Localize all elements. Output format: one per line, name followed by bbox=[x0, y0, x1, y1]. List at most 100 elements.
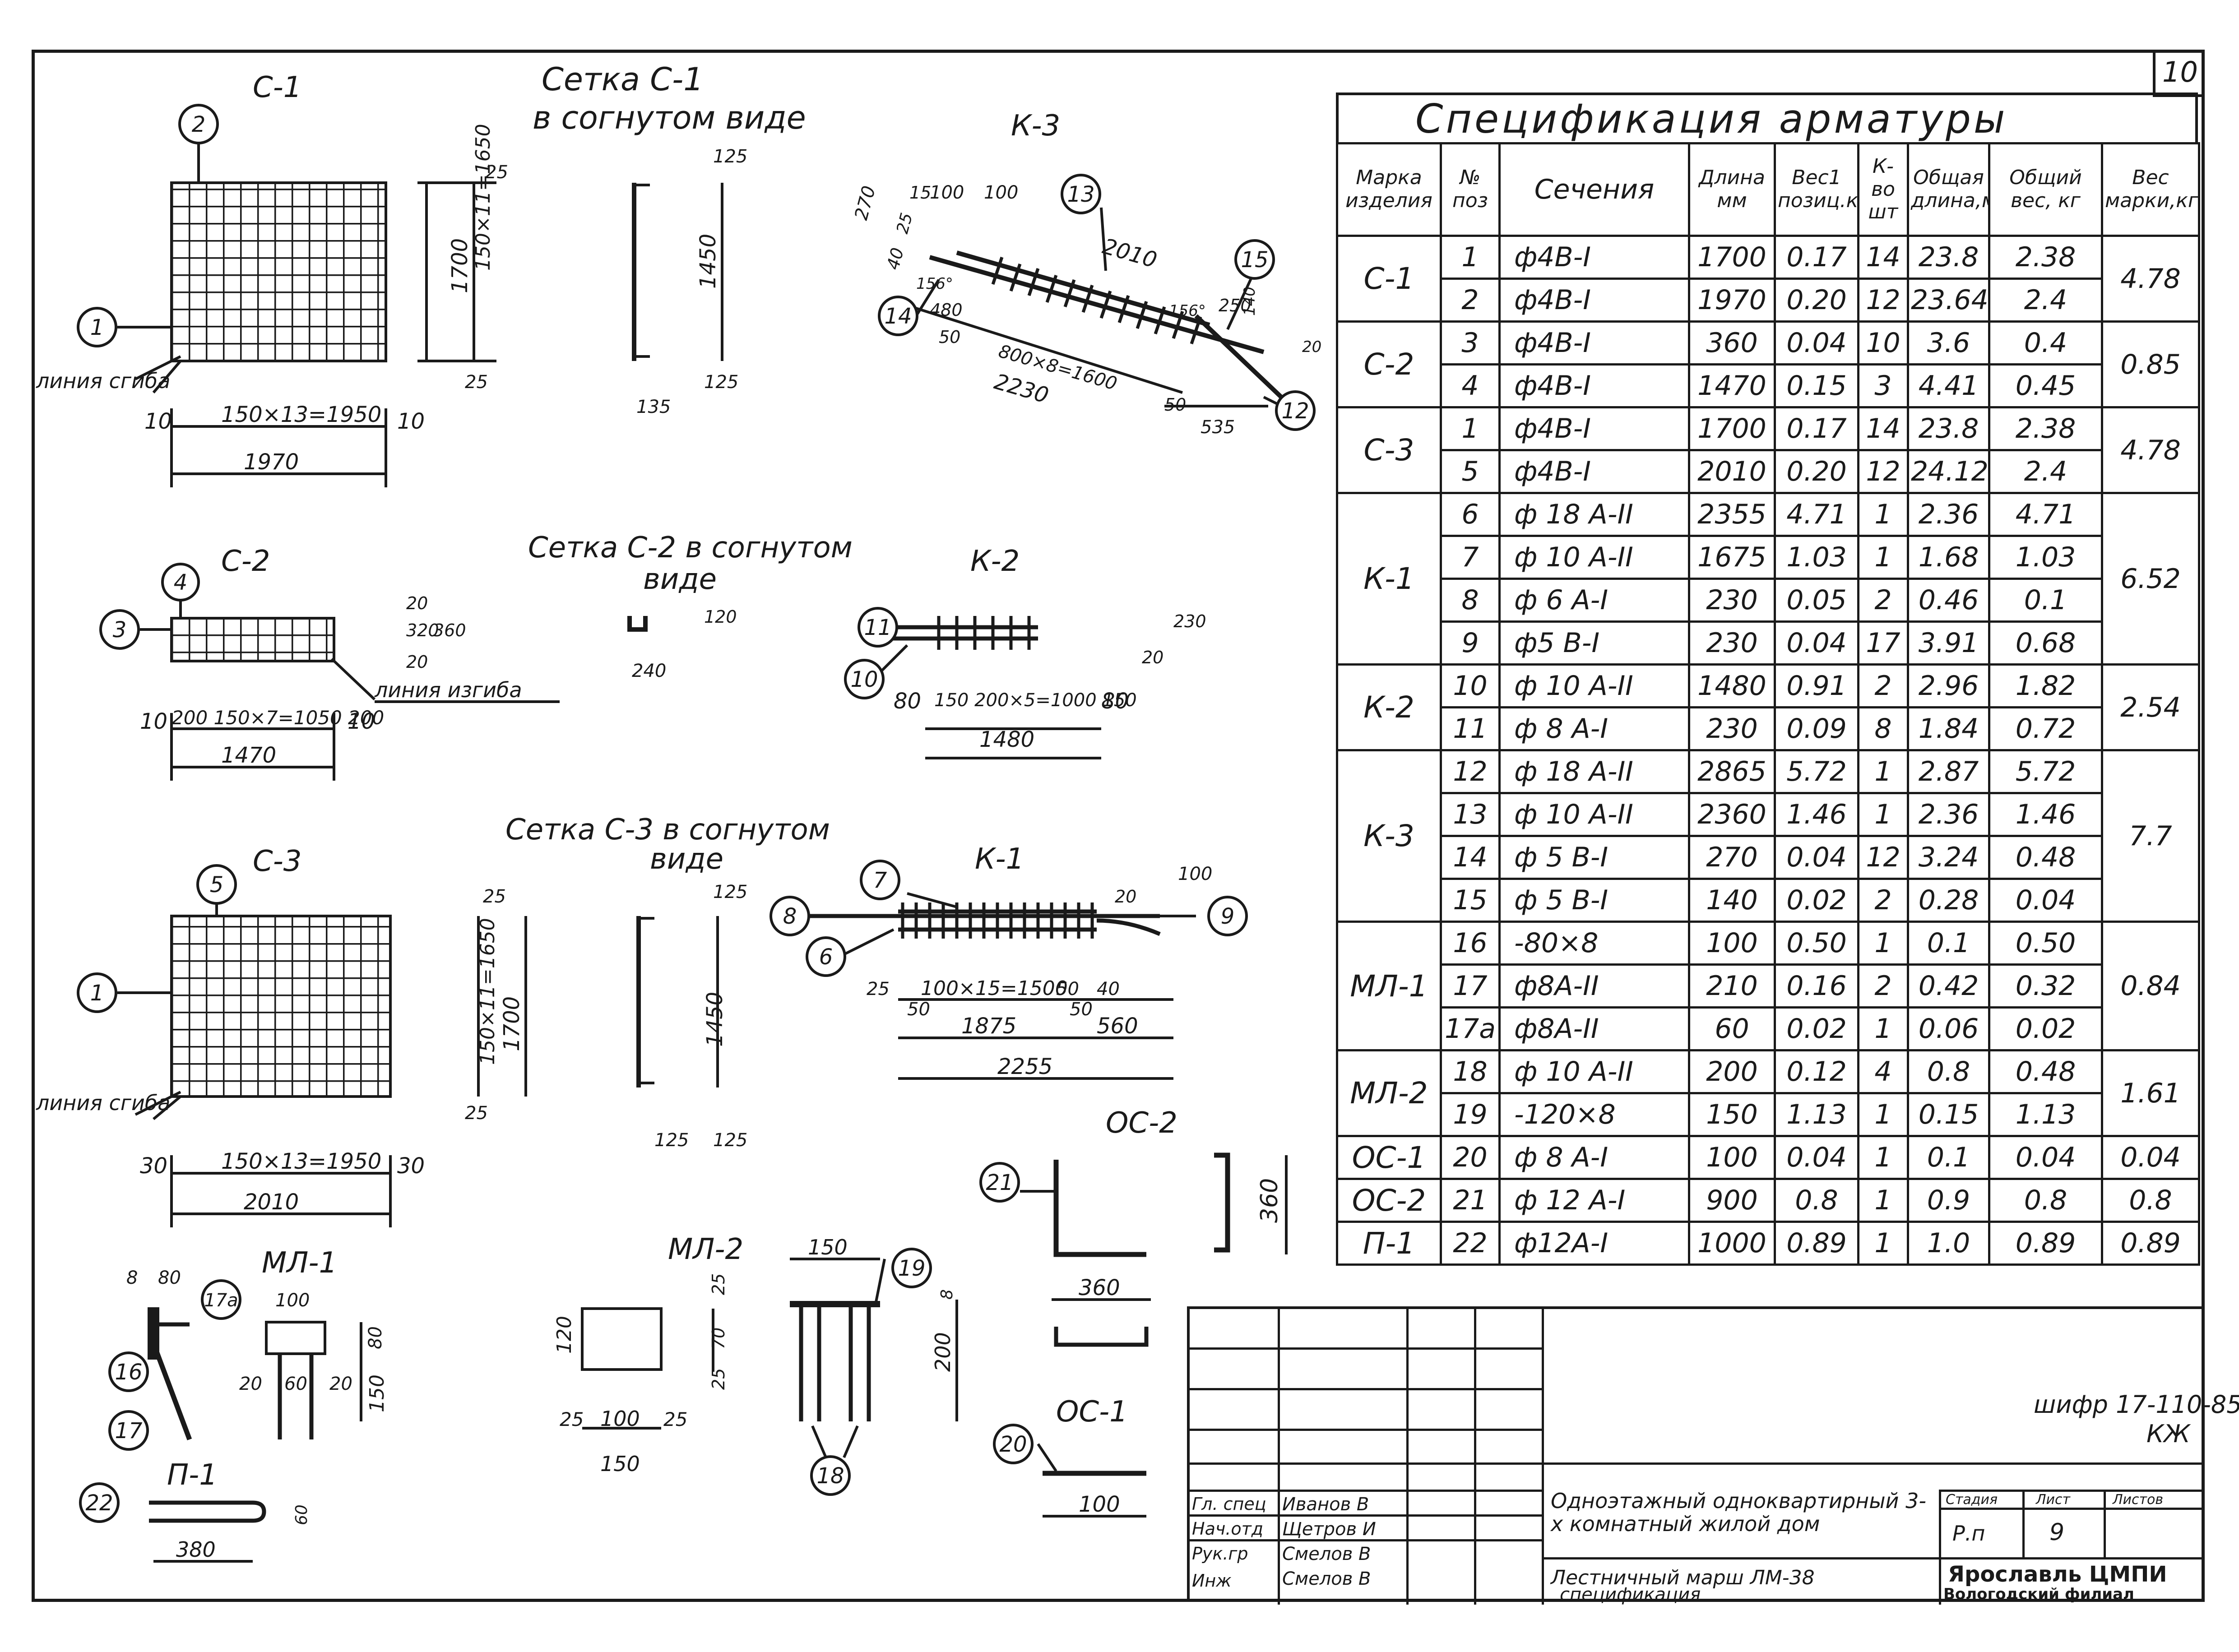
dim-ml2s-200: 200 bbox=[931, 1332, 955, 1372]
dim-c1b-135: 135 bbox=[636, 397, 671, 417]
callout-7-text: 7 bbox=[873, 868, 887, 893]
spec-pos: 11 bbox=[1440, 706, 1501, 751]
spec-count: 8 bbox=[1857, 706, 1909, 751]
dim-p1-380: 380 bbox=[176, 1537, 216, 1562]
spec-mark: К-3 bbox=[1336, 749, 1442, 923]
dim-k1-50a: 50 bbox=[907, 999, 930, 1020]
spec-mark: ОС-2 bbox=[1336, 1178, 1442, 1223]
spec-section: ф 10 А-II bbox=[1498, 663, 1690, 708]
callout-10 bbox=[844, 659, 885, 699]
callout-17a bbox=[201, 1279, 241, 1320]
spec-count: 2 bbox=[1857, 963, 1909, 1009]
dim-c3-30a: 30 bbox=[140, 1153, 167, 1179]
spec-count: 14 bbox=[1857, 406, 1909, 451]
spec-unit-weight: 0.04 bbox=[1774, 320, 1859, 366]
spec-length: 1470 bbox=[1688, 363, 1776, 408]
spec-section: ф 10 А-II bbox=[1498, 535, 1690, 580]
spec-total-weight: 0.45 bbox=[1988, 363, 2103, 408]
dim-c1-w2: 1970 bbox=[244, 449, 299, 475]
spec-section: ф 8 А-I bbox=[1498, 1135, 1690, 1180]
dim-k3-156a: 156° bbox=[916, 275, 953, 293]
spec-total-length: 0.42 bbox=[1907, 963, 1990, 1009]
spec-pos: 4 bbox=[1440, 363, 1501, 408]
spec-pos: 2 bbox=[1440, 278, 1501, 323]
spec-total-weight: 2.38 bbox=[1988, 235, 2103, 280]
dim-c1b-125b: 125 bbox=[704, 372, 738, 393]
callout-8 bbox=[770, 896, 810, 936]
spec-pos: 3 bbox=[1440, 320, 1501, 366]
dim-k1-560: 560 bbox=[1097, 1013, 1138, 1039]
dim-k1-50b: 50 bbox=[1056, 979, 1079, 1000]
spec-count: 12 bbox=[1857, 278, 1909, 323]
oc2-bar bbox=[1053, 1160, 1146, 1257]
dim-c2-360: 360 bbox=[433, 620, 466, 640]
dim-ml1-20b: 20 bbox=[329, 1374, 352, 1394]
spec-length: 1700 bbox=[1688, 406, 1776, 451]
spec-section: ф4В-I bbox=[1498, 363, 1690, 408]
dim-oc2-360w: 360 bbox=[1079, 1275, 1120, 1300]
spec-pos: 22 bbox=[1440, 1221, 1501, 1266]
dim-ml2-70: 70 bbox=[709, 1328, 728, 1349]
dim-c3b-125c: 125 bbox=[654, 1130, 689, 1151]
spec-length: 100 bbox=[1688, 921, 1776, 966]
spec-count: 1 bbox=[1857, 1006, 1909, 1051]
callout-20-text: 20 bbox=[999, 1432, 1027, 1457]
title-c1-bent-sub: в согнутом виде bbox=[533, 99, 806, 136]
spec-length: 270 bbox=[1688, 835, 1776, 880]
spec-count: 1 bbox=[1857, 535, 1909, 580]
spec-pos: 6 bbox=[1440, 492, 1501, 537]
spec-total-weight: 0.4 bbox=[1988, 320, 2103, 366]
dim-k2-80a: 80 bbox=[894, 689, 921, 714]
spec-total-weight: 0.04 bbox=[1988, 1135, 2103, 1180]
hdr-total-length: Общая длина,м bbox=[1907, 142, 1990, 237]
spec-mark-weight: 0.8 bbox=[2101, 1178, 2200, 1223]
spec-unit-weight: 0.8 bbox=[1774, 1178, 1859, 1223]
spec-unit-weight: 0.15 bbox=[1774, 363, 1859, 408]
dim-k1-w1: 100×15=1500 bbox=[921, 977, 1068, 1000]
spec-pos: 20 bbox=[1440, 1135, 1501, 1180]
spec-count: 17 bbox=[1857, 620, 1909, 666]
dim-c3-25a: 25 bbox=[483, 886, 506, 907]
callout-9 bbox=[1207, 896, 1248, 936]
hdr-count: К-во шт bbox=[1857, 142, 1909, 237]
spec-total-weight: 0.68 bbox=[1988, 620, 2103, 666]
spec-total-weight: 1.46 bbox=[1988, 792, 2103, 837]
spec-unit-weight: 5.72 bbox=[1774, 749, 1859, 794]
spec-unit-weight: 0.04 bbox=[1774, 835, 1859, 880]
spec-unit-weight: 0.04 bbox=[1774, 1135, 1859, 1180]
sheet-border bbox=[32, 50, 2205, 1602]
spec-length: 900 bbox=[1688, 1178, 1776, 1223]
callout-19 bbox=[891, 1248, 932, 1288]
spec-mark: К-2 bbox=[1336, 663, 1442, 751]
k3-bottom-bar bbox=[929, 255, 1265, 354]
spec-length: 230 bbox=[1688, 578, 1776, 623]
callout-11-text: 11 bbox=[864, 615, 891, 640]
spec-total-length: 2.36 bbox=[1907, 792, 1990, 837]
spec-mark: К-1 bbox=[1336, 492, 1442, 666]
spec-section: ф8А-II bbox=[1498, 963, 1690, 1009]
spec-total-weight: 0.02 bbox=[1988, 1006, 2103, 1051]
dim-c3b-125b: 125 bbox=[713, 1130, 747, 1151]
spec-section: ф 12 А-I bbox=[1498, 1178, 1690, 1223]
title-oc2: ОС-2 bbox=[1106, 1106, 1177, 1140]
spec-total-length: 23.8 bbox=[1907, 406, 1990, 451]
spec-unit-weight: 0.02 bbox=[1774, 878, 1859, 923]
spec-length: 150 bbox=[1688, 1092, 1776, 1137]
spec-length: 2010 bbox=[1688, 449, 1776, 494]
callout-15 bbox=[1234, 239, 1275, 280]
spec-total-length: 2.36 bbox=[1907, 492, 1990, 537]
callout-19-text: 19 bbox=[898, 1256, 925, 1281]
dim-k3-250: 250 bbox=[1219, 296, 1252, 315]
mesh-c1 bbox=[170, 181, 387, 362]
dim-k3-50b: 50 bbox=[1164, 395, 1186, 415]
spec-total-length: 0.15 bbox=[1907, 1092, 1990, 1137]
tb-sheets-h: Листов bbox=[2113, 1492, 2164, 1508]
